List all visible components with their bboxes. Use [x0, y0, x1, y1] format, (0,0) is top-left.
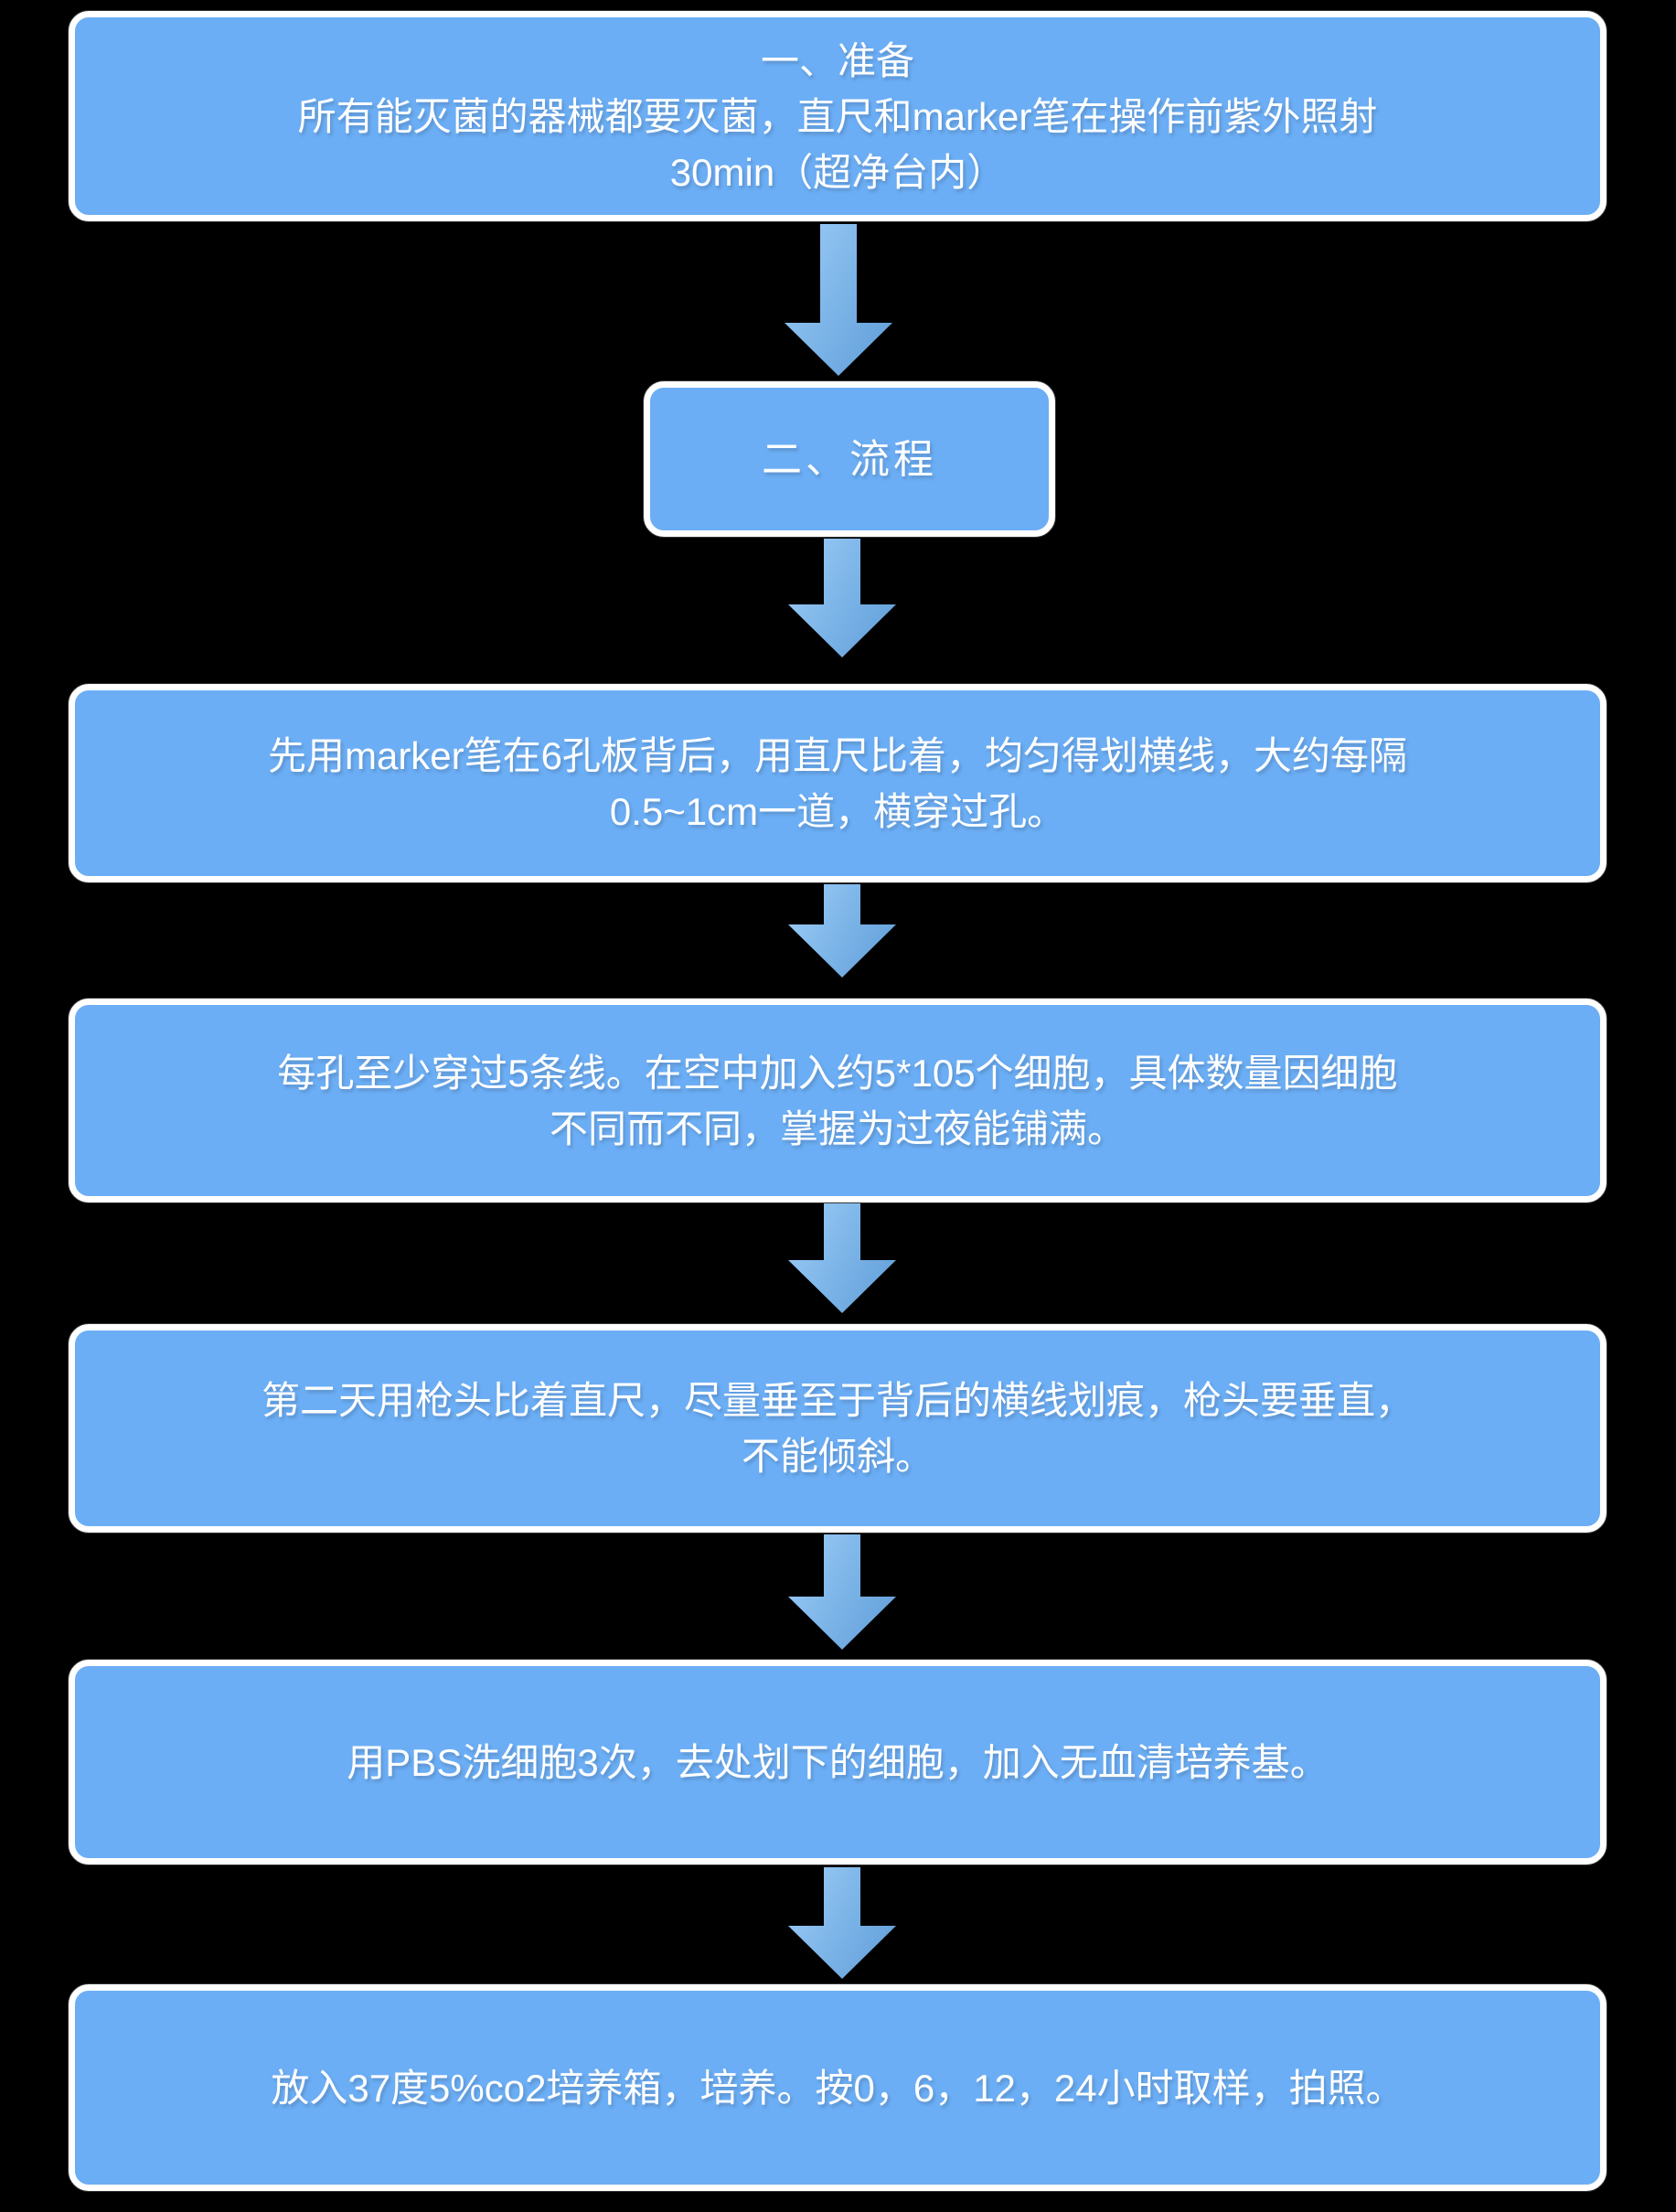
node-text-line: 不同而不同，掌握为过夜能铺满。 [549, 1106, 1126, 1150]
node-text-line: 不能倾斜。 [741, 1435, 934, 1478]
node-text-line: 二、流程 [762, 436, 937, 482]
flow-node-draw-lines: 先用marker笔在6孔板背后，用直尺比着，均匀得划横线，大约每隔 0.5~1c… [69, 684, 1607, 882]
down-arrow [788, 1867, 896, 1979]
down-arrow [788, 1534, 896, 1650]
down-arrow [788, 539, 896, 657]
node-text-line: 30min（超净台内） [669, 150, 1006, 194]
node-text-line: 先用marker笔在6孔板背后，用直尺比着，均匀得划横线，大约每隔 [267, 733, 1408, 777]
down-arrow [785, 224, 892, 376]
node-text-line: 一、准备 [760, 38, 914, 82]
node-text-line: 所有能灭菌的器械都要灭菌，直尺和marker笔在操作前紫外照射 [297, 94, 1378, 138]
flow-node-wash-pbs: 用PBS洗细胞3次，去处划下的细胞，加入无血清培养基。 [69, 1660, 1607, 1865]
flow-node-process: 二、流程 [644, 381, 1055, 537]
flow-node-prepare: 一、准备 所有能灭菌的器械都要灭菌，直尺和marker笔在操作前紫外照射 30m… [69, 11, 1607, 221]
flow-node-scratch: 第二天用枪头比着直尺，尽量垂至于背后的横线划痕，枪头要垂直， 不能倾斜。 [69, 1324, 1607, 1533]
down-arrow [788, 884, 896, 978]
node-text-line: 用PBS洗细胞3次，去处划下的细胞，加入无血清培养基。 [347, 1740, 1329, 1784]
node-text-line: 每孔至少穿过5条线。在空中加入约5*105个细胞，具体数量因细胞 [277, 1051, 1398, 1095]
node-text-line: 放入37度5%co2培养箱，培养。按0，6，12，24小时取样，拍照。 [271, 2066, 1404, 2110]
down-arrow [788, 1203, 896, 1313]
node-text-line: 0.5~1cm一道，横穿过孔。 [609, 789, 1066, 833]
node-text-line: 第二天用枪头比着直尺，尽量垂至于背后的横线划痕，枪头要垂直， [261, 1379, 1414, 1422]
flow-node-seed-cells: 每孔至少穿过5条线。在空中加入约5*105个细胞，具体数量因细胞 不同而不同，掌… [69, 999, 1607, 1202]
flow-node-incubate: 放入37度5%co2培养箱，培养。按0，6，12，24小时取样，拍照。 [69, 1984, 1607, 2191]
